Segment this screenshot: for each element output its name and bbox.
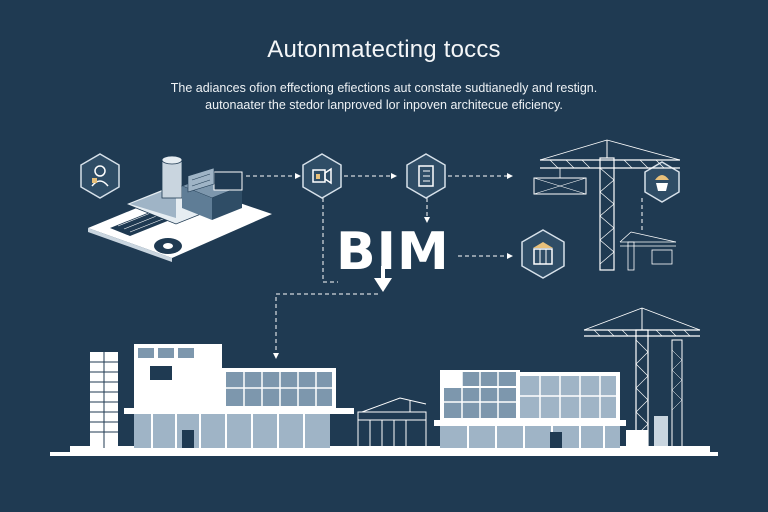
middle-pavilion xyxy=(357,397,427,449)
bim-down-arrow xyxy=(374,266,392,292)
tower-crane-bottom xyxy=(583,307,701,449)
isometric-bim-model xyxy=(88,155,272,262)
connector-bim-site xyxy=(273,293,378,359)
subtitle-line-2: autonaater the stedor lanproved lor inpo… xyxy=(205,98,563,112)
dashed-connectors xyxy=(246,173,643,359)
user-icon xyxy=(80,153,120,199)
tower-crane-top xyxy=(533,139,681,271)
small-crane xyxy=(619,231,677,271)
main-building-left xyxy=(124,344,354,448)
skyline xyxy=(50,307,718,456)
bim-label: BIM xyxy=(336,222,450,282)
main-building-right xyxy=(434,370,626,448)
left-tower xyxy=(90,352,118,448)
document-icon xyxy=(406,153,446,199)
diagram-title: Autonmatecting toccs xyxy=(267,36,501,63)
subtitle-line-1: The adiances ofion effectiong efiections… xyxy=(170,81,598,95)
worker-icon xyxy=(644,161,680,203)
video-icon xyxy=(302,153,342,199)
building-icon xyxy=(521,229,565,279)
